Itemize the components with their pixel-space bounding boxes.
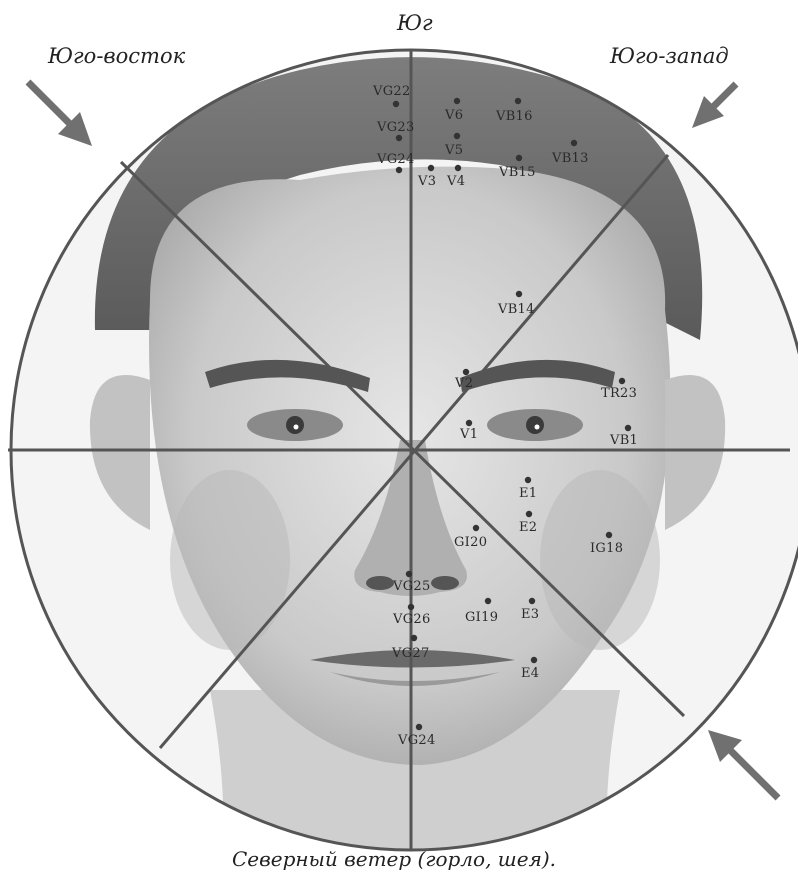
point-label-vb14: VB14 (497, 302, 535, 317)
point-label-e4: E4 (521, 666, 539, 681)
point-label-vb16: VB16 (495, 109, 533, 124)
point-dot (463, 369, 469, 375)
point-label-v2: V2 (454, 376, 473, 391)
point-label-vg25: VG25 (392, 579, 431, 594)
arrow-north (708, 730, 778, 798)
point-dot (393, 101, 399, 107)
point-dot (396, 135, 402, 141)
point-label-vb15: VB15 (498, 165, 536, 180)
label-southeast: Юго-восток (47, 44, 186, 68)
point-dot (473, 525, 479, 531)
point-dot (529, 598, 535, 604)
point-label-vb1: VB1 (609, 433, 638, 448)
point-label-vg27: VG27 (391, 646, 430, 661)
point-dot (411, 635, 417, 641)
point-label-v4: V4 (446, 174, 465, 189)
label-southwest: Юго-запад (609, 44, 729, 68)
point-label-v5: V5 (444, 143, 463, 158)
point-dot (485, 598, 491, 604)
point-dot (606, 532, 612, 538)
arrow-southwest (692, 84, 736, 128)
point-label-e1: E1 (519, 486, 537, 501)
caption: Северный ветер (горло, шея). (232, 847, 556, 871)
point-label-vg26: VG26 (392, 612, 431, 627)
label-south: Юг (396, 11, 433, 35)
point-label-ig18: IG18 (590, 541, 623, 556)
point-dot (455, 165, 461, 171)
point-label-v6: V6 (444, 108, 463, 123)
point-dot (571, 140, 577, 146)
point-label-vg22: VG22 (372, 84, 411, 99)
arrow-southeast (28, 82, 92, 146)
point-dot (428, 165, 434, 171)
point-dot (466, 420, 472, 426)
point-dot (516, 291, 522, 297)
point-dot (619, 378, 625, 384)
point-dot (625, 425, 631, 431)
point-label-e3: E3 (521, 607, 539, 622)
point-dot (525, 477, 531, 483)
point-dot (515, 98, 521, 104)
point-dot (454, 133, 460, 139)
point-dot (516, 155, 522, 161)
point-label-e2: E2 (519, 520, 537, 535)
point-dot (416, 724, 422, 730)
point-label-vg23: VG23 (376, 120, 415, 135)
point-dot (408, 604, 414, 610)
point-label-tr23: TR23 (601, 386, 637, 401)
point-dot (531, 657, 537, 663)
point-label-vg24-chin: VG24 (397, 733, 436, 748)
point-dot (526, 511, 532, 517)
point-dot (406, 571, 412, 577)
point-label-vg24: VG24 (376, 152, 415, 167)
point-label-v3: V3 (417, 174, 436, 189)
point-label-gi19: GI19 (465, 610, 498, 625)
point-dot (454, 98, 460, 104)
point-dot (396, 167, 402, 173)
point-label-v1: V1 (459, 427, 478, 442)
point-label-vb13: VB13 (551, 151, 589, 166)
point-label-gi20: GI20 (454, 535, 487, 550)
